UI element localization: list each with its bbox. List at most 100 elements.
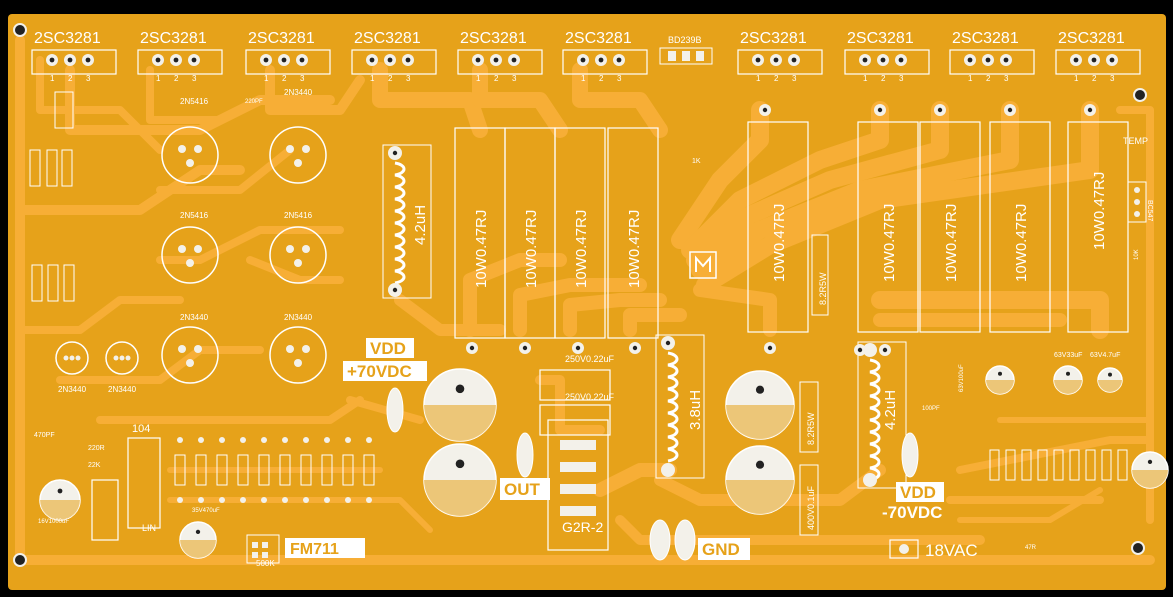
power-transistor-label: 2SC3281 bbox=[740, 30, 807, 47]
mounting-hole bbox=[13, 553, 27, 567]
relay-pad bbox=[560, 462, 596, 472]
copper-trace bbox=[156, 226, 344, 264]
solder-pad bbox=[1134, 187, 1140, 193]
drill-hole bbox=[598, 57, 604, 63]
sensor-outline bbox=[1127, 181, 1147, 223]
gnd-box bbox=[698, 538, 750, 560]
copper-trace bbox=[691, 101, 1019, 279]
drill-hole bbox=[755, 57, 761, 63]
power-resistor bbox=[607, 127, 659, 339]
pin-label: 2 bbox=[599, 74, 604, 83]
solder-pad bbox=[302, 145, 310, 153]
solder-pad bbox=[366, 497, 372, 503]
small-resistor bbox=[363, 454, 375, 486]
drill-hole bbox=[862, 57, 868, 63]
copper-trace bbox=[615, 515, 985, 545]
copper-trace bbox=[686, 101, 949, 269]
out-box bbox=[500, 478, 550, 500]
power-resistor bbox=[554, 127, 606, 339]
small-resistor bbox=[47, 264, 59, 302]
c18v-label: 16V1000uF bbox=[38, 519, 69, 525]
vdd-pos-box bbox=[366, 338, 414, 358]
solder-pad bbox=[177, 497, 183, 503]
pin-label: 1 bbox=[370, 74, 375, 83]
power-resistor bbox=[989, 121, 1051, 333]
copper-traces bbox=[15, 35, 1155, 565]
small-resistor bbox=[31, 264, 43, 302]
drill-hole bbox=[1007, 107, 1013, 113]
power-transistor-label: 2SC3281 bbox=[248, 30, 315, 47]
solder-pad bbox=[366, 437, 372, 443]
power-transistor-label: 2SC3281 bbox=[952, 30, 1019, 47]
solder-pad bbox=[261, 437, 267, 443]
inductor-outline bbox=[857, 341, 907, 489]
transistor-outline bbox=[269, 326, 327, 384]
small-resistor bbox=[811, 234, 829, 316]
copper-trace bbox=[346, 396, 424, 424]
pot-outline bbox=[246, 534, 280, 564]
film-capacitor bbox=[539, 369, 611, 401]
small-resistor bbox=[29, 149, 41, 187]
copper-trace bbox=[593, 463, 677, 497]
solder-pad bbox=[198, 497, 204, 503]
transistor-label: 2N3440 bbox=[58, 385, 87, 394]
drill-hole bbox=[998, 371, 1002, 376]
copper-trace bbox=[957, 487, 1103, 523]
drill-hole bbox=[191, 57, 197, 63]
small-resistor bbox=[1005, 449, 1016, 481]
c104-label: 104 bbox=[132, 423, 150, 435]
pin-label: 2 bbox=[774, 74, 779, 83]
drill-hole bbox=[575, 345, 581, 351]
small-resistor bbox=[799, 381, 819, 453]
capacitor-polarity bbox=[1132, 470, 1168, 488]
transistor-outline bbox=[161, 126, 219, 184]
power-transistor-label: 2SC3281 bbox=[140, 30, 207, 47]
solder-pad bbox=[75, 355, 81, 361]
transistor-outline bbox=[55, 341, 89, 375]
pin-label: 1 bbox=[968, 74, 973, 83]
c22k-label: 22K bbox=[88, 462, 101, 469]
transistor-label: 2N3440 bbox=[180, 313, 209, 322]
oval-pad bbox=[649, 519, 671, 561]
relay-pad bbox=[560, 484, 596, 494]
drill-hole bbox=[1109, 57, 1115, 63]
copper-trace bbox=[623, 308, 687, 337]
solder-pad bbox=[286, 345, 294, 353]
solder-pad bbox=[198, 437, 204, 443]
drill-hole bbox=[469, 345, 475, 351]
small-resistor bbox=[258, 454, 270, 486]
transistor-label: 2N5416 bbox=[284, 211, 313, 220]
gnd-label: GND bbox=[702, 540, 740, 559]
pin-label: 1 bbox=[156, 74, 161, 83]
solder-pad bbox=[286, 245, 294, 253]
cap2-label: 250V0.22uF bbox=[565, 392, 615, 402]
drill-hole bbox=[49, 57, 55, 63]
power-transistor-outline bbox=[562, 49, 648, 75]
driver-label: BD239B bbox=[668, 35, 702, 45]
solder-pad bbox=[194, 145, 202, 153]
transistor-outline bbox=[161, 326, 219, 384]
drill-hole bbox=[475, 57, 481, 63]
small-resistor bbox=[63, 264, 75, 302]
drill-hole bbox=[1091, 57, 1097, 63]
c470pf-label: 470PF bbox=[34, 432, 55, 439]
logo-mark bbox=[689, 251, 717, 279]
small-components bbox=[13, 23, 1147, 567]
capacitor-polarity bbox=[726, 480, 794, 514]
solder-pad bbox=[661, 463, 675, 477]
transistor-outline bbox=[269, 226, 327, 284]
drill-hole bbox=[580, 57, 586, 63]
drill-hole bbox=[791, 57, 797, 63]
solder-pad bbox=[294, 359, 302, 367]
power-transistor-outline bbox=[137, 49, 223, 75]
copper-trace bbox=[394, 294, 506, 336]
inductor-coil bbox=[869, 358, 881, 482]
oval-pad bbox=[674, 519, 696, 561]
ac-connector bbox=[889, 539, 919, 559]
solder-pad bbox=[302, 345, 310, 353]
relay-pad bbox=[560, 440, 596, 450]
power-resistor bbox=[919, 121, 981, 333]
copper-trace bbox=[693, 283, 777, 337]
pin-label: 1 bbox=[50, 74, 55, 83]
